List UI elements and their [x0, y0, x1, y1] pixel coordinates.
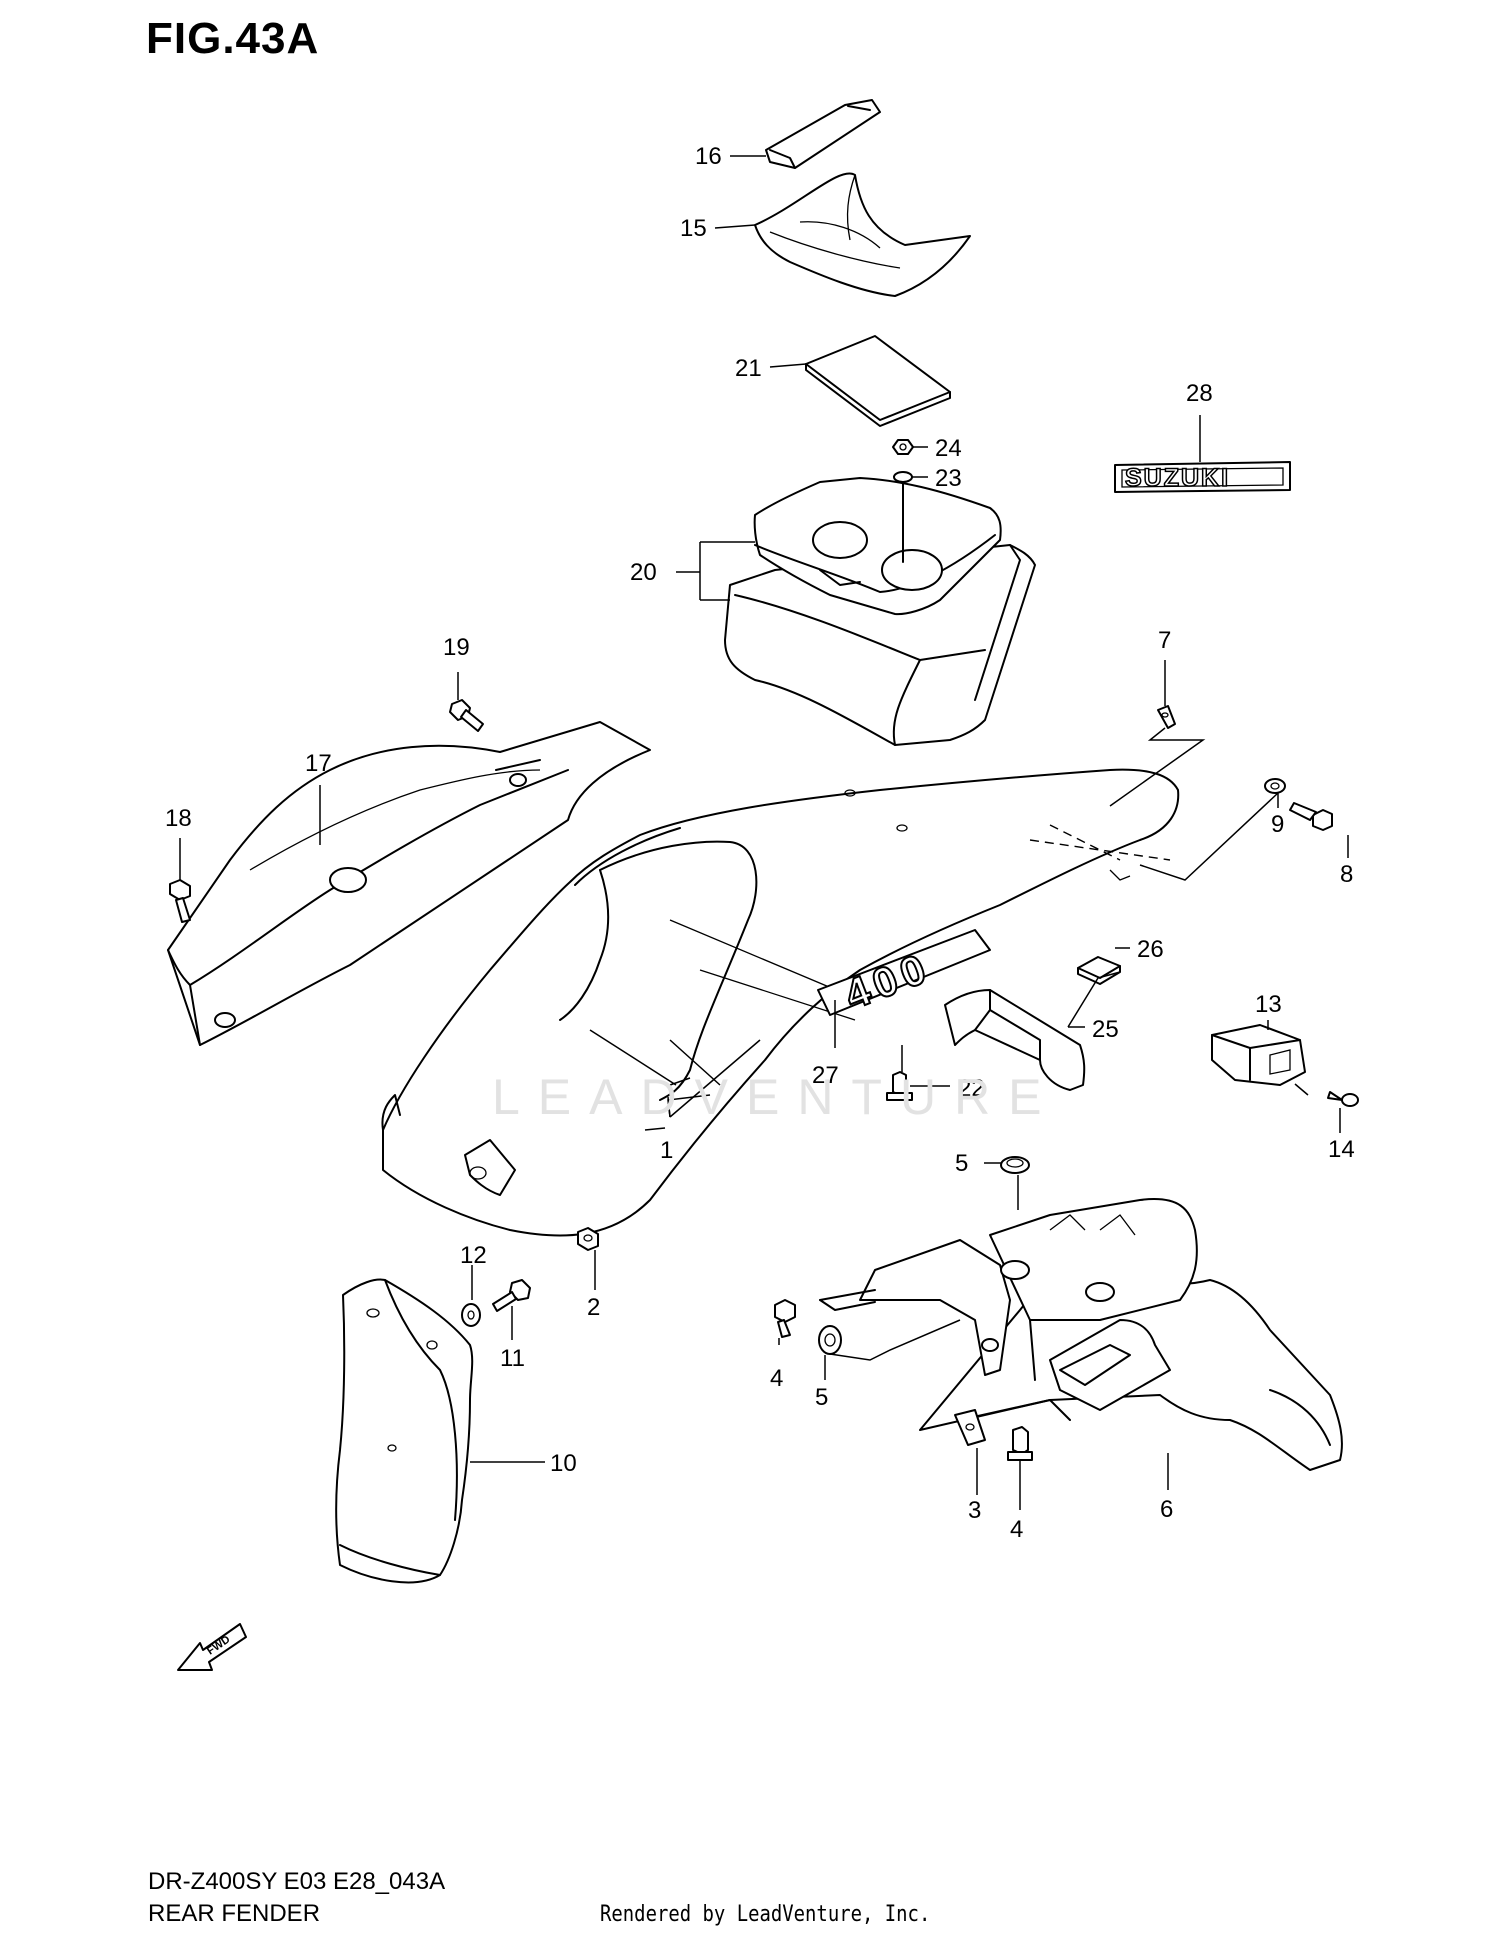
part-5-grommet-top[interactable] — [1000, 1156, 1030, 1174]
callout-15: 15 — [680, 215, 707, 242]
callout-25: 25 — [1092, 1016, 1119, 1043]
leader-lines — [179, 155, 1349, 1510]
watermark: LEADVENTURE — [492, 1069, 1060, 1125]
part-22-bolt[interactable] — [886, 1071, 913, 1101]
callout-20: 20 — [630, 559, 657, 586]
part-18-bolt[interactable] — [169, 879, 191, 923]
part-26-pad[interactable] — [1077, 956, 1121, 985]
part-20-battery-tray[interactable] — [724, 477, 1036, 746]
callout-28: 28 — [1186, 380, 1213, 407]
part-2-bolt[interactable] — [577, 1227, 599, 1251]
part-8-bolt[interactable] — [1289, 802, 1333, 831]
callout-4-bottom: 4 — [1010, 1516, 1023, 1543]
part-5-grommet-left[interactable] — [818, 1325, 842, 1355]
part-9-washer[interactable] — [1264, 778, 1286, 794]
part-25-bracket[interactable] — [944, 989, 1086, 1091]
part-28-suzuki-decal[interactable]: SUZUKI — [1114, 461, 1291, 493]
callout-11: 11 — [500, 1345, 525, 1372]
part-13-relay[interactable] — [1211, 1024, 1306, 1086]
part-3-nut-clip[interactable] — [954, 1409, 986, 1446]
callout-1: 1 — [660, 1137, 673, 1164]
callout-3: 3 — [968, 1497, 981, 1524]
callout-12: 12 — [460, 1242, 487, 1269]
part-6-fender-bracket[interactable] — [819, 1198, 1343, 1471]
callout-5-top: 5 — [955, 1150, 968, 1177]
part-7-clip[interactable] — [1157, 705, 1176, 729]
suzuki-decal-text: SUZUKI — [1125, 464, 1230, 492]
callout-19: 19 — [443, 634, 470, 661]
figure-title: FIG.43A — [146, 14, 320, 63]
part-4-bolt-left[interactable] — [774, 1299, 796, 1338]
callout-5-left: 5 — [815, 1384, 828, 1411]
part-14-screw[interactable] — [1327, 1091, 1359, 1107]
part-4-bolt-bottom[interactable] — [1007, 1426, 1033, 1461]
part-10-mudguard[interactable] — [335, 1278, 474, 1584]
callout-13: 13 — [1255, 991, 1282, 1018]
part-24-nut[interactable] — [892, 439, 914, 455]
callout-2: 2 — [587, 1294, 600, 1321]
part-16-strap[interactable] — [765, 99, 881, 169]
callout-16: 16 — [695, 143, 722, 170]
callout-23: 23 — [935, 465, 962, 492]
part-23-washer[interactable] — [893, 471, 913, 483]
model-code: DR-Z400SY E03 E28_043A — [148, 1868, 446, 1895]
render-credit: Rendered by LeadVenture, Inc. — [600, 1902, 931, 1927]
callout-4-left: 4 — [770, 1365, 783, 1392]
part-15-cover[interactable] — [754, 172, 971, 297]
callout-21: 21 — [735, 355, 762, 382]
callout-26: 26 — [1137, 936, 1164, 963]
part-17-side-cover[interactable] — [167, 721, 651, 1046]
callout-24: 24 — [935, 435, 962, 462]
callout-14: 14 — [1328, 1136, 1355, 1163]
callout-18: 18 — [165, 805, 192, 832]
fwd-direction-arrow: FWD — [177, 1623, 247, 1671]
part-11-bolt[interactable] — [492, 1279, 531, 1312]
callout-7: 7 — [1158, 627, 1171, 654]
callout-8: 8 — [1340, 861, 1353, 888]
callout-9: 9 — [1271, 811, 1284, 838]
section-name: REAR FENDER — [148, 1900, 321, 1927]
part-1-rear-fender[interactable] — [381, 768, 1180, 1237]
part-21-pad[interactable] — [805, 335, 951, 427]
callout-10: 10 — [550, 1450, 577, 1477]
callout-numbers: 16 15 21 28 24 23 20 19 7 17 18 9 8 26 1… — [165, 143, 1355, 1543]
part-12-washer[interactable] — [461, 1303, 481, 1327]
callout-17: 17 — [305, 750, 332, 777]
callout-22: 22 — [958, 1075, 985, 1102]
callout-6: 6 — [1160, 1496, 1173, 1523]
callout-27: 27 — [812, 1062, 839, 1089]
part-19-bolt[interactable] — [449, 699, 484, 732]
